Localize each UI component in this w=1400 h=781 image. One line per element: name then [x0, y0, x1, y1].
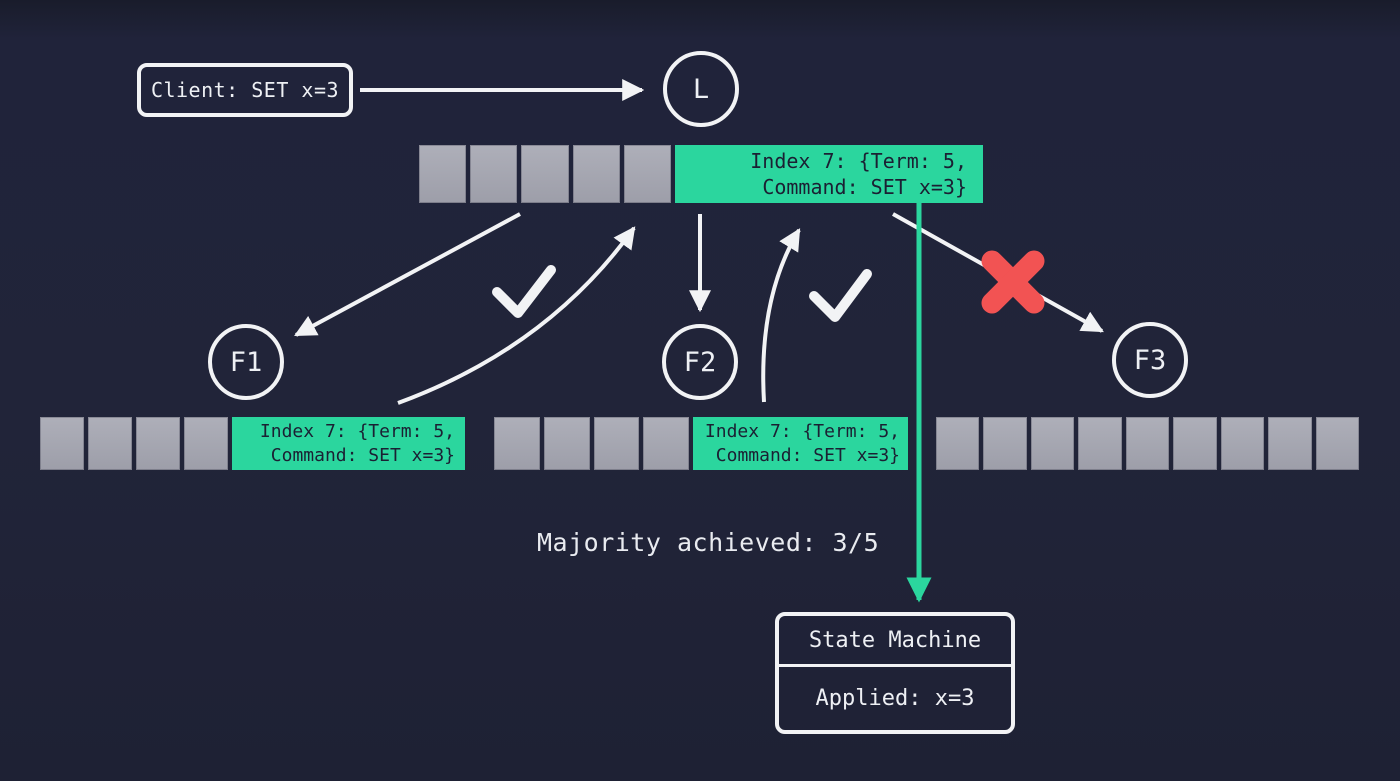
log-cell-empty	[88, 417, 132, 470]
log-cell-empty	[521, 145, 569, 203]
follower-f2-log-entry: Index 7: {Term: 5, Command: SET x=3}	[693, 417, 908, 470]
log-cell-empty	[623, 145, 672, 203]
log-cell-empty	[983, 417, 1027, 470]
leader-node: L	[663, 51, 739, 127]
log-entry-line2: Command: SET x=3}	[715, 444, 900, 466]
client-request-label: Client: SET x=3	[150, 78, 340, 102]
log-entry-line2: Command: SET x=3}	[270, 444, 455, 466]
follower-f3-node: F3	[1112, 322, 1188, 398]
log-cell-empty	[1078, 417, 1122, 470]
log-cell-empty	[572, 145, 620, 203]
leader-log: Index 7: {Term: 5, Command: SET x=3}	[419, 145, 984, 203]
follower-f1-log: Index 7: {Term: 5, Command: SET x=3}	[40, 417, 465, 470]
arrow-replicate-to-f1	[294, 212, 521, 337]
log-cell-empty	[1268, 417, 1312, 470]
follower-f2-log: Index 7: {Term: 5, Command: SET x=3}	[494, 417, 908, 470]
log-cell-empty	[470, 145, 518, 203]
follower-f2-node: F2	[662, 324, 738, 400]
log-cell-empty	[494, 417, 540, 470]
log-cell-empty	[1125, 417, 1170, 470]
client-request-box: Client: SET x=3	[137, 63, 353, 117]
log-cell-empty	[184, 417, 228, 470]
log-cell-empty	[593, 417, 640, 470]
follower-f1-label: F1	[229, 346, 263, 378]
arrow-ack-from-f1	[397, 226, 636, 405]
follower-f2-label: F2	[683, 346, 717, 378]
log-cell-empty	[40, 417, 84, 470]
log-cell-empty	[643, 417, 689, 470]
leader-node-label: L	[692, 73, 710, 105]
leader-log-entry: Index 7: {Term: 5, Command: SET x=3}	[675, 145, 984, 203]
ack-check-f1-icon	[492, 265, 556, 318]
log-entry-line1: Index 7: {Term: 5,	[259, 420, 455, 442]
log-cell-empty	[1173, 417, 1217, 470]
state-machine-box: State Machine Applied: x=3	[775, 612, 1015, 734]
follower-f3-log	[936, 417, 1359, 470]
arrow-ack-from-f2	[761, 228, 801, 403]
state-machine-applied-value: Applied: x=3	[815, 686, 975, 711]
arrow-replicate-to-f3	[892, 212, 1104, 333]
log-cell-empty	[543, 417, 590, 470]
follower-f1-log-entry: Index 7: {Term: 5, Command: SET x=3}	[232, 417, 465, 470]
log-entry-line2: Command: SET x=3}	[762, 175, 968, 199]
log-cell-empty	[1030, 417, 1075, 470]
majority-status-text: Majority achieved: 3/5	[537, 528, 880, 557]
log-cell-empty	[1315, 417, 1359, 470]
follower-f1-node: F1	[208, 324, 284, 400]
replication-failed-x-icon	[981, 250, 1045, 314]
log-cell-empty	[419, 145, 467, 203]
log-entry-line1: Index 7: {Term: 5,	[750, 149, 968, 173]
state-machine-title: State Machine	[779, 616, 1011, 667]
log-entry-line1: Index 7: {Term: 5,	[704, 420, 900, 442]
ack-check-f2-icon	[809, 269, 872, 322]
follower-f3-label: F3	[1133, 344, 1167, 376]
log-cell-empty	[136, 417, 180, 470]
log-cell-empty	[936, 417, 980, 470]
log-cell-empty	[1220, 417, 1265, 470]
